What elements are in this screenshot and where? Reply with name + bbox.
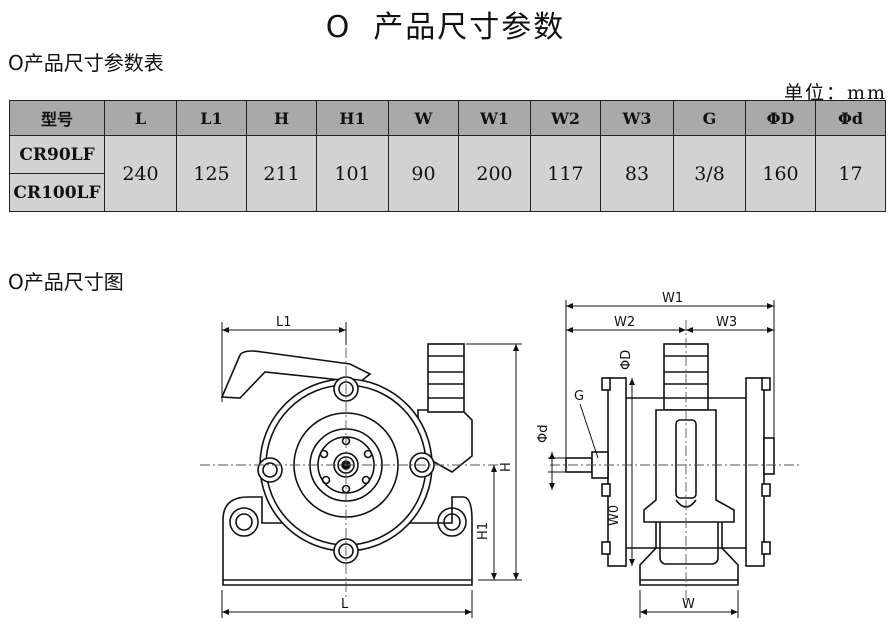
value-H: 211 — [246, 135, 317, 212]
dim-label-W1: W1 — [662, 291, 683, 306]
dim-label-L1: L1 — [276, 315, 292, 330]
header-H1: H1 — [316, 100, 389, 136]
dim-label-W3: W3 — [716, 315, 737, 330]
header-model: 型号 — [9, 100, 105, 136]
dim-label-phid: Φd — [536, 425, 551, 443]
side-centerlines — [550, 320, 800, 600]
title-text: 产品尺寸参数 — [373, 10, 566, 45]
value-W2: 117 — [530, 135, 601, 212]
header-L1: L1 — [176, 100, 247, 136]
unit-label: 单位：mm — [783, 82, 887, 104]
dim-label-H1: H1 — [476, 522, 491, 540]
header-G: G — [673, 100, 746, 136]
section-title-drawing: O产品尺寸图 — [8, 270, 124, 294]
page-title: O 产品尺寸参数 — [0, 2, 891, 46]
front-dimensions — [221, 322, 522, 618]
header-phiD: ΦD — [745, 100, 816, 136]
value-H1: 101 — [316, 135, 389, 212]
front-centerlines — [200, 330, 500, 600]
dim-label-G: G — [574, 389, 584, 404]
table-row: CR90LF 240 125 211 101 90 200 117 83 3/8… — [9, 135, 886, 212]
header-W: W — [388, 100, 459, 136]
value-L1: 125 — [176, 135, 247, 212]
value-phid: 17 — [815, 135, 886, 212]
spec-table: 型号 L L1 H H1 W W1 W2 W3 G ΦD Φd CR90LF 2… — [9, 100, 886, 212]
value-W1: 200 — [458, 135, 531, 212]
dim-label-W: W — [682, 597, 695, 612]
header-W1: W1 — [458, 100, 531, 136]
table-row: CR100LF — [9, 173, 886, 212]
dim-label-L: L — [341, 597, 349, 612]
model-cell: CR100LF — [9, 173, 105, 212]
section-title-table: O产品尺寸参数表 — [8, 51, 164, 75]
value-L: 240 — [104, 135, 177, 212]
dim-label-W0: W0 — [607, 505, 622, 526]
dim-label-H: H — [499, 462, 514, 472]
dim-label-phiD: ΦD — [619, 350, 634, 370]
value-G: 3/8 — [673, 135, 746, 212]
side-view — [565, 343, 775, 586]
value-W3: 83 — [600, 135, 674, 212]
front-view — [220, 343, 473, 586]
side-dimensions — [548, 300, 775, 618]
value-phiD: 160 — [745, 135, 816, 212]
header-phid: Φd — [815, 100, 886, 136]
table-header-row: 型号 L L1 H H1 W W1 W2 W3 G ΦD Φd — [9, 100, 886, 136]
value-W: 90 — [388, 135, 459, 212]
dim-label-W2: W2 — [614, 315, 635, 330]
title-circle-symbol: O — [325, 10, 352, 45]
